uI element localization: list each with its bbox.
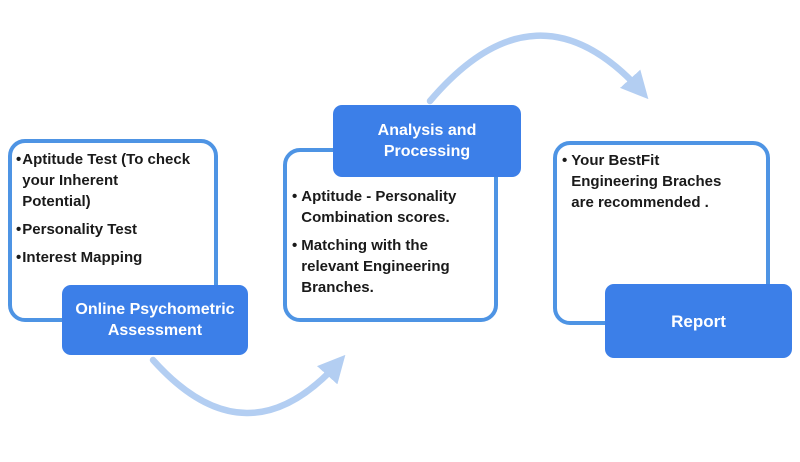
- list-item-text: Matching with the relevant Engineering B…: [301, 237, 450, 296]
- list-item: • Aptitude - Personality Combination sco…: [292, 186, 494, 228]
- bullet-icon: •: [16, 221, 22, 238]
- list-item-text: Aptitude - Personality Combination score…: [301, 188, 457, 226]
- bullet-icon: •: [16, 151, 22, 168]
- step3-label: Report: [605, 284, 792, 358]
- list-item-text: Aptitude Test (To check your Inherent Po…: [22, 151, 191, 210]
- list-item: • Matching with the relevant Engineering…: [292, 235, 494, 298]
- bullet-icon: •: [292, 188, 298, 205]
- step3-bullet-list: • Your BestFit Engineering Braches are r…: [562, 150, 770, 213]
- arrow-step1-to-step2-icon: [149, 354, 346, 417]
- step1-label: Online Psychometric Assessment: [62, 285, 248, 355]
- step2-bullet-list: • Aptitude - Personality Combination sco…: [292, 186, 494, 298]
- list-item: • Aptitude Test (To check your Inherent …: [16, 149, 216, 212]
- bullet-icon: •: [292, 237, 298, 254]
- list-item-text: Personality Test: [22, 221, 138, 238]
- list-item-text: Interest Mapping: [22, 249, 143, 266]
- bullet-icon: •: [562, 152, 568, 169]
- list-item-text: Your BestFit Engineering Braches are rec…: [571, 152, 722, 211]
- bullet-icon: •: [16, 249, 22, 266]
- step1-bullet-list: • Aptitude Test (To check your Inherent …: [16, 149, 216, 268]
- list-item: • Personality Test: [16, 219, 216, 240]
- step2-label: Analysis and Processing: [333, 105, 521, 177]
- list-item: • Your BestFit Engineering Braches are r…: [562, 150, 770, 213]
- list-item: • Interest Mapping: [16, 247, 216, 268]
- arrow-step2-to-step3-icon: [426, 32, 649, 105]
- step2-content-box: [283, 148, 498, 322]
